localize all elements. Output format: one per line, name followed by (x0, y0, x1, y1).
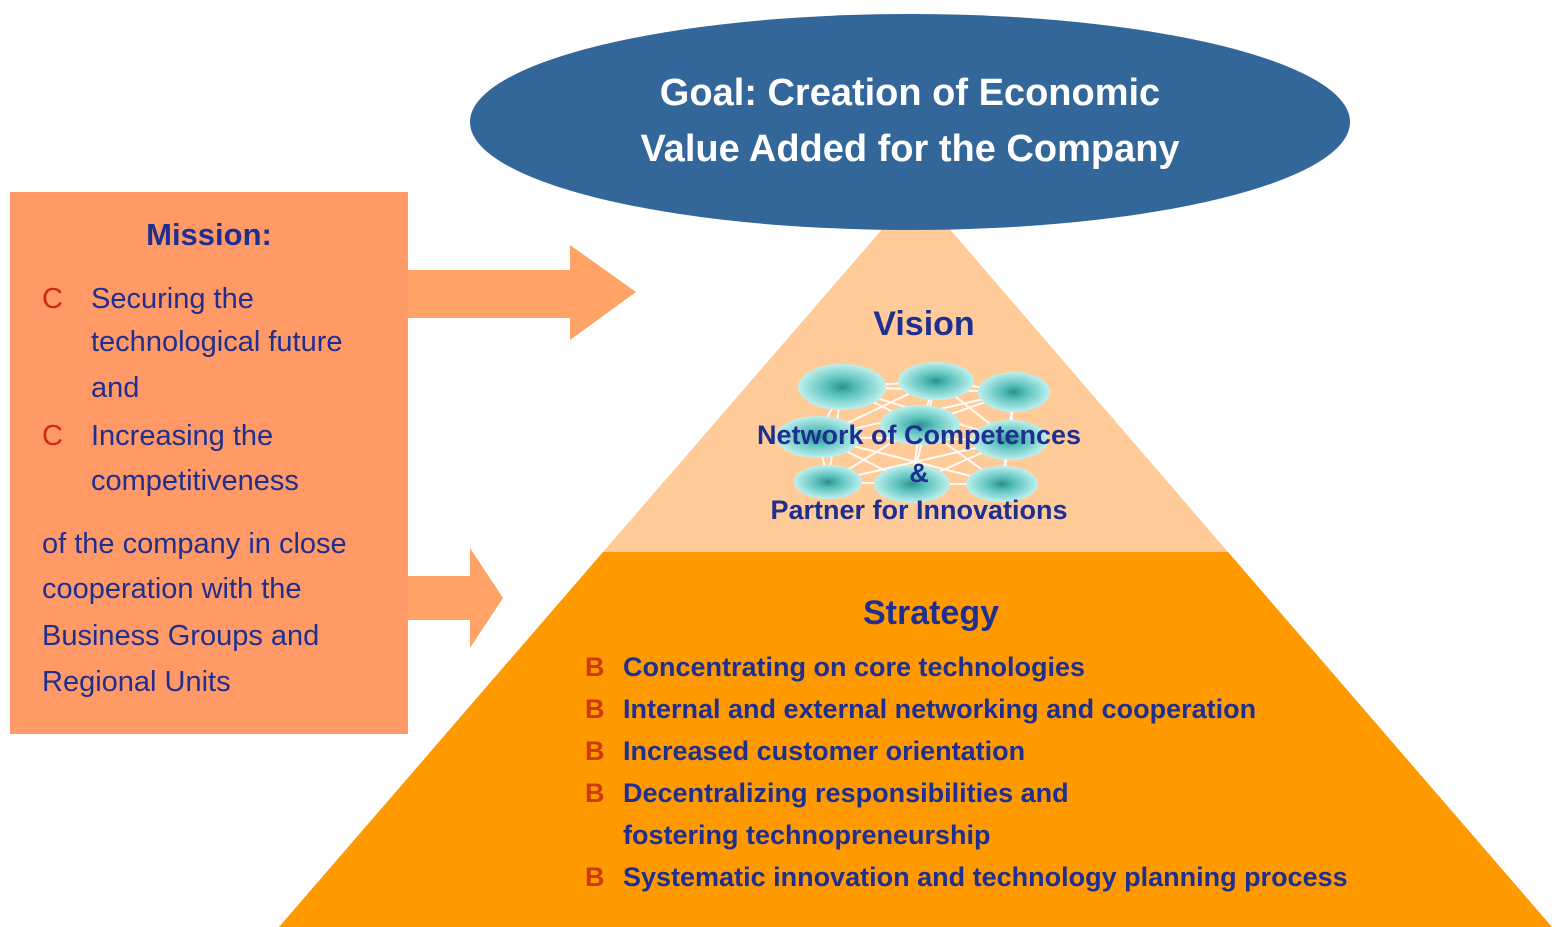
mission-tail-line-1: of the company in close (42, 528, 347, 560)
strategy-item-2: Internal and external networking and coo… (623, 694, 1257, 724)
mission-bullet-icon: C (42, 420, 63, 452)
strategy-item-4-line-1: Decentralizing responsibilities and (623, 778, 1069, 808)
strategy-bullet-icon: B (585, 694, 605, 724)
mission-item-1-line-2: technological future (91, 326, 343, 358)
strategy-item-1: Concentrating on core technologies (623, 652, 1086, 682)
network-node (794, 465, 862, 499)
mission-tail-line-3: Business Groups and (42, 620, 320, 652)
strategy-title: Strategy (862, 594, 1000, 632)
network-node (880, 405, 960, 445)
vision-line-2: & (909, 458, 929, 488)
goal-ellipse (470, 14, 1350, 230)
strategy-bullet-icon: B (585, 862, 605, 892)
network-node (972, 420, 1048, 460)
strategy-bullet-icon: B (585, 652, 605, 682)
network-node (978, 372, 1050, 412)
strategy-section (279, 552, 1552, 927)
mission-item-1-line-1: Securing the (91, 283, 254, 315)
network-node (798, 364, 886, 410)
mission-to-vision-arrow (408, 245, 636, 340)
strategy-item-4-line-2: fostering technopreneurship (623, 820, 991, 850)
mission-tail-line-2: cooperation with the (42, 573, 302, 605)
mission-item-1-line-3: and (91, 372, 140, 404)
mission-tail-line-4: Regional Units (42, 666, 231, 698)
strategy-bullet-icon: B (585, 778, 605, 808)
mission-box (10, 192, 408, 734)
network-node (776, 416, 860, 458)
network-nodes (776, 362, 1050, 503)
strategy-bullet-icon: B (585, 736, 605, 766)
mission-title: Mission: (146, 217, 272, 252)
strategy-item-3: Increased customer orientation (623, 736, 1026, 766)
mission-item-2-line-2: competitiveness (91, 465, 299, 497)
vision-title: Vision (873, 305, 975, 343)
mission-bullet-icon: C (42, 283, 63, 315)
mission-to-strategy-arrow (408, 548, 503, 648)
network-node (966, 466, 1038, 502)
vision-line-1: Network of Competences (756, 420, 1082, 450)
mission-item-2-line-1: Increasing the (91, 420, 274, 452)
strategy-item-5: Systematic innovation and technology pla… (623, 862, 1348, 892)
goal-title-line-1: Goal: Creation of Economic (659, 72, 1161, 114)
vision-line-3: Partner for Innovations (770, 495, 1068, 525)
network-node (898, 362, 974, 400)
goal-title-line-2: Value Added for the Company (640, 128, 1180, 170)
network-node (874, 465, 950, 503)
